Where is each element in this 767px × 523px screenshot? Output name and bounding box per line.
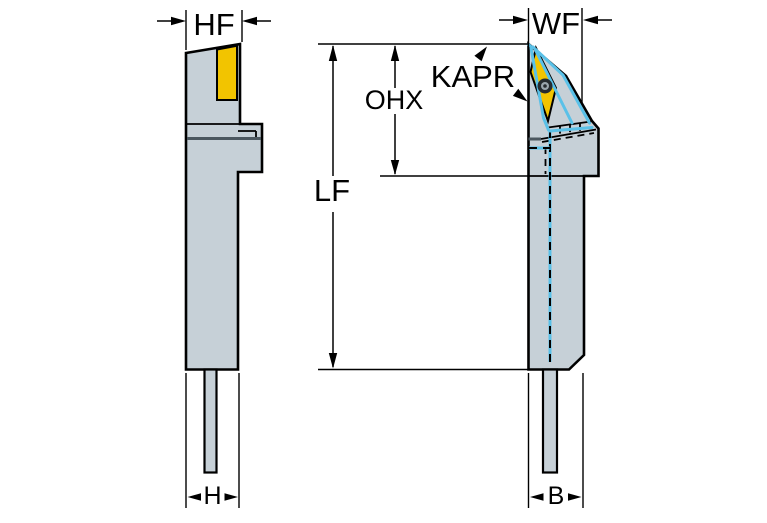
edge-highlight-bottom (548, 126, 594, 133)
h-label: H (203, 482, 221, 510)
left-stem (203, 368, 218, 474)
cutting-edge-highlight-left (529, 46, 550, 132)
b-dimension: B (527, 373, 584, 510)
wf-dimension: WF (499, 6, 612, 104)
wf-arrowhead-right (583, 15, 598, 25)
right-view (527, 41, 600, 474)
b-arrowhead-left (530, 493, 544, 501)
hidden-pocket-edge (541, 132, 595, 143)
b-label: B (548, 482, 565, 510)
ohx-arrowhead-bottom (390, 160, 400, 175)
ohx-arrowhead-top (390, 45, 400, 61)
ohx-dimension: OHX (365, 45, 424, 175)
kapr-arrowhead-upper (474, 46, 487, 62)
left-insert (216, 44, 238, 101)
h-arrowhead-right (224, 493, 238, 501)
kapr-arrowhead-lower (512, 88, 528, 102)
h-arrowhead-left (187, 493, 201, 501)
hf-arrowhead-left (171, 16, 186, 26)
lf-dimension: LF (314, 45, 350, 369)
right-stem (541, 368, 559, 474)
reference-lines (318, 43, 528, 371)
b-arrowhead-right (568, 493, 582, 501)
wf-arrowhead-left (513, 15, 528, 25)
cutting-edge-highlight-mid (534, 48, 574, 125)
ohx-label: OHX (365, 85, 424, 115)
left-view (184, 42, 264, 474)
h-dimension: H (185, 373, 240, 510)
wf-label: WF (532, 6, 580, 41)
hf-dimension: HF (157, 7, 271, 50)
kapr-label: KAPR (431, 59, 515, 94)
lf-arrowhead-bottom (328, 353, 338, 369)
hf-label: HF (193, 7, 234, 42)
lf-arrowhead-top (328, 45, 338, 61)
insert-screw-center (543, 84, 547, 88)
cutting-edge-highlight-right (531, 45, 591, 125)
hf-arrowhead-right (242, 16, 257, 26)
kapr-angle: KAPR (431, 46, 528, 102)
lf-label: LF (314, 173, 350, 208)
left-body (184, 42, 264, 371)
